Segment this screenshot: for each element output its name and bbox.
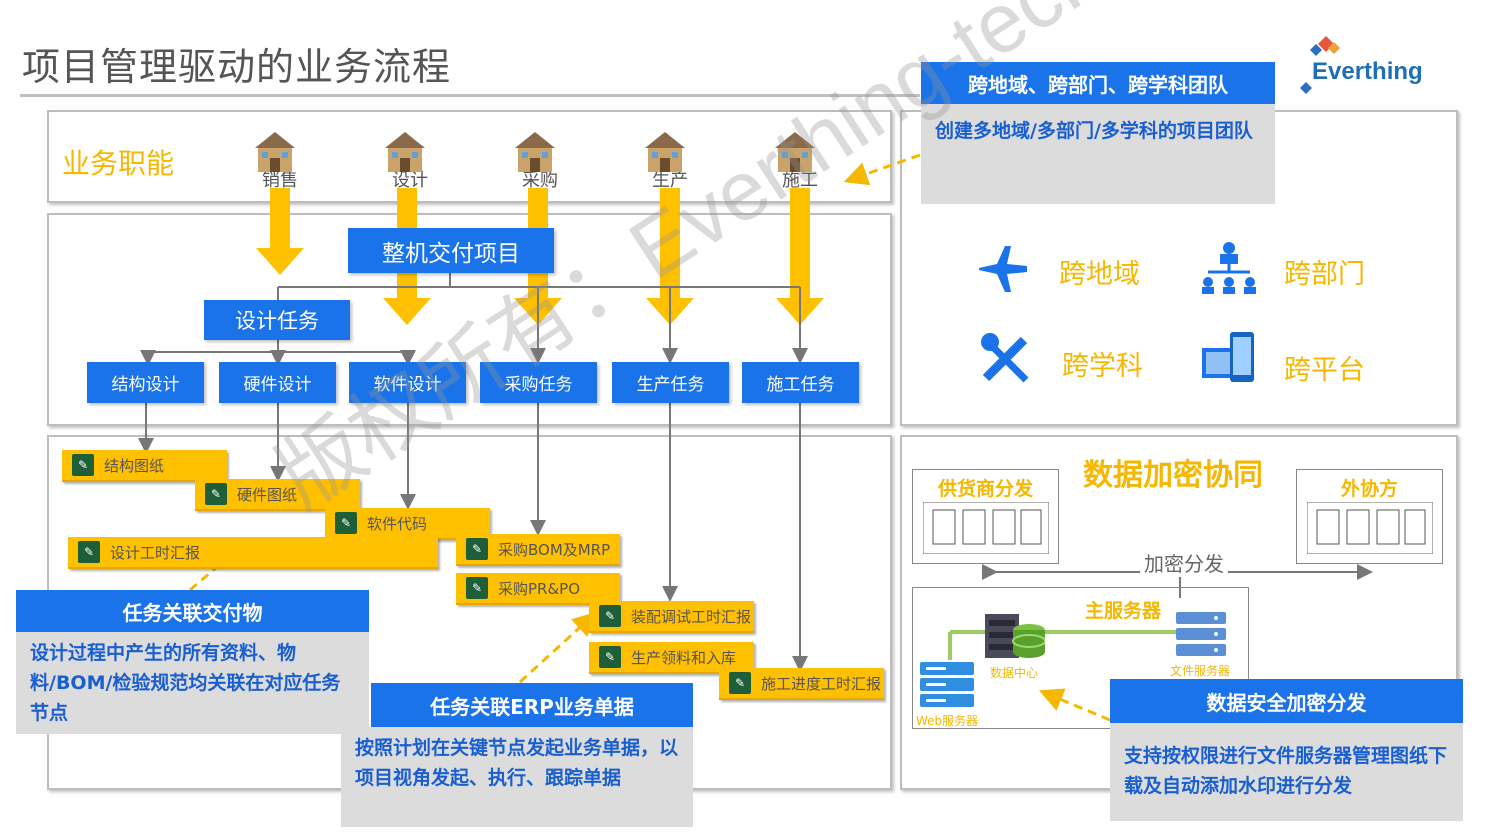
server-box	[912, 587, 1249, 729]
task-purchase[interactable]: 采购任务	[480, 362, 597, 403]
edit-icon: ✎	[466, 538, 488, 560]
function-label: 业务职能	[62, 147, 175, 180]
partner-box: 外协方	[1296, 469, 1443, 564]
web-server-label: Web服务器	[916, 714, 979, 728]
distribute-label: 加密分发	[1140, 548, 1228, 577]
department-sales: 销售	[250, 128, 310, 192]
feature-cross-region: 跨地域	[975, 240, 1175, 300]
page-title: 项目管理驱动的业务流程	[22, 45, 452, 89]
deliverable-design-hours[interactable]: ✎设计工时汇报	[68, 537, 438, 569]
logo-mark-icon	[1300, 36, 1340, 94]
main-server-label: 主服务器	[1085, 600, 1162, 622]
task-structure-design[interactable]: 结构设计	[87, 362, 204, 403]
data-center-icon	[985, 614, 1045, 658]
building-icon	[645, 132, 685, 172]
department-label: 采购	[522, 170, 558, 191]
department-design: 设计	[380, 128, 440, 192]
task-hardware-design[interactable]: 硬件设计	[219, 362, 336, 403]
deliverable-construction-hours[interactable]: ✎施工进度工时汇报	[719, 668, 884, 700]
supplier-label: 供货商分发	[937, 478, 1033, 500]
feature-label: 跨部门	[1284, 259, 1365, 290]
drawing-thumbnail-icon	[1307, 502, 1433, 554]
deliverable-pr-po[interactable]: ✎采购PR&PO	[456, 573, 620, 605]
callout-title: 跨地域、跨部门、跨学科团队	[921, 62, 1275, 104]
callout-body: 创建多地域/多部门/多学科的项目团队	[921, 104, 1275, 204]
callout-deliverable: 任务关联交付物 设计过程中产生的所有资料、物料/BOM/检验规范均关联在对应任务…	[16, 590, 369, 734]
encryption-title: 数据加密协同	[1083, 458, 1263, 493]
deliverable-hardware-drawing[interactable]: ✎硬件图纸	[195, 479, 360, 511]
task-construction[interactable]: 施工任务	[742, 362, 859, 403]
callout-body: 设计过程中产生的所有资料、物料/BOM/检验规范均关联在对应任务节点	[16, 632, 369, 734]
logo: Everthing	[1290, 36, 1440, 96]
department-label: 销售	[262, 170, 298, 191]
project-box[interactable]: 整机交付项目	[348, 228, 554, 273]
edit-icon: ✎	[729, 672, 751, 694]
tools-icon	[981, 333, 1029, 383]
web-server-icon	[920, 662, 974, 707]
feature-cross-dept: 跨部门	[1200, 240, 1400, 300]
function-panel	[47, 110, 892, 203]
building-icon	[385, 132, 425, 172]
callout-title: 任务关联ERP业务单据	[371, 683, 693, 727]
department-production: 生产	[640, 128, 700, 192]
department-purchase: 采购	[510, 128, 570, 192]
building-icon	[775, 132, 815, 172]
building-icon	[515, 132, 555, 172]
file-server-label: 文件服务器	[1170, 664, 1231, 678]
department-construction: 施工	[770, 128, 830, 192]
task-software-design[interactable]: 软件设计	[349, 362, 466, 403]
callout-title: 数据安全加密分发	[1110, 679, 1463, 723]
feature-label: 跨地域	[1059, 259, 1140, 290]
task-production[interactable]: 生产任务	[612, 362, 729, 403]
feature-label: 跨平台	[1284, 355, 1365, 386]
department-label: 生产	[652, 170, 688, 191]
edit-icon: ✎	[599, 646, 621, 668]
callout-title: 任务关联交付物	[16, 590, 369, 632]
drawing-thumbnail-icon	[923, 502, 1049, 554]
design-task-box[interactable]: 设计任务	[204, 300, 350, 340]
org-chart-icon	[1202, 242, 1256, 294]
edit-icon: ✎	[205, 483, 227, 505]
devices-icon	[1202, 332, 1254, 382]
deliverable-bom-mrp[interactable]: ✎采购BOM及MRP	[456, 534, 620, 566]
department-label: 施工	[782, 170, 818, 191]
callout-security: 数据安全加密分发 支持按权限进行文件服务器管理图纸下载及自动添加水印进行分发	[1110, 679, 1463, 821]
airplane-icon	[979, 246, 1027, 292]
partner-label: 外协方	[1340, 478, 1398, 500]
title-divider	[20, 94, 920, 97]
edit-icon: ✎	[78, 541, 100, 563]
edit-icon: ✎	[599, 605, 621, 627]
logo-text: Everthing	[1312, 58, 1423, 85]
file-server-icon	[1176, 612, 1226, 656]
data-center-label: 数据中心	[990, 666, 1039, 680]
feature-cross-discipline: 跨学科	[978, 330, 1178, 390]
feature-label: 跨学科	[1062, 351, 1143, 382]
callout-body: 支持按权限进行文件服务器管理图纸下载及自动添加水印进行分发	[1110, 723, 1463, 821]
edit-icon: ✎	[72, 454, 94, 476]
supplier-box: 供货商分发	[912, 469, 1059, 564]
building-icon	[255, 132, 295, 172]
deliverable-structure-drawing[interactable]: ✎结构图纸	[62, 450, 227, 482]
callout-erp: 任务关联ERP业务单据 按照计划在关键节点发起业务单据，以项目视角发起、执行、跟…	[341, 683, 693, 827]
deliverable-material-inbound[interactable]: ✎生产领料和入库	[589, 642, 754, 674]
callout-team: 跨地域、跨部门、跨学科团队 创建多地域/多部门/多学科的项目团队	[921, 62, 1275, 204]
callout-body: 按照计划在关键节点发起业务单据，以项目视角发起、执行、跟踪单据	[341, 727, 693, 827]
deliverable-assembly-hours[interactable]: ✎装配调试工时汇报	[589, 601, 754, 633]
edit-icon: ✎	[466, 577, 488, 599]
edit-icon: ✎	[335, 512, 357, 534]
department-label: 设计	[392, 170, 428, 191]
feature-cross-platform: 跨平台	[1200, 330, 1400, 390]
